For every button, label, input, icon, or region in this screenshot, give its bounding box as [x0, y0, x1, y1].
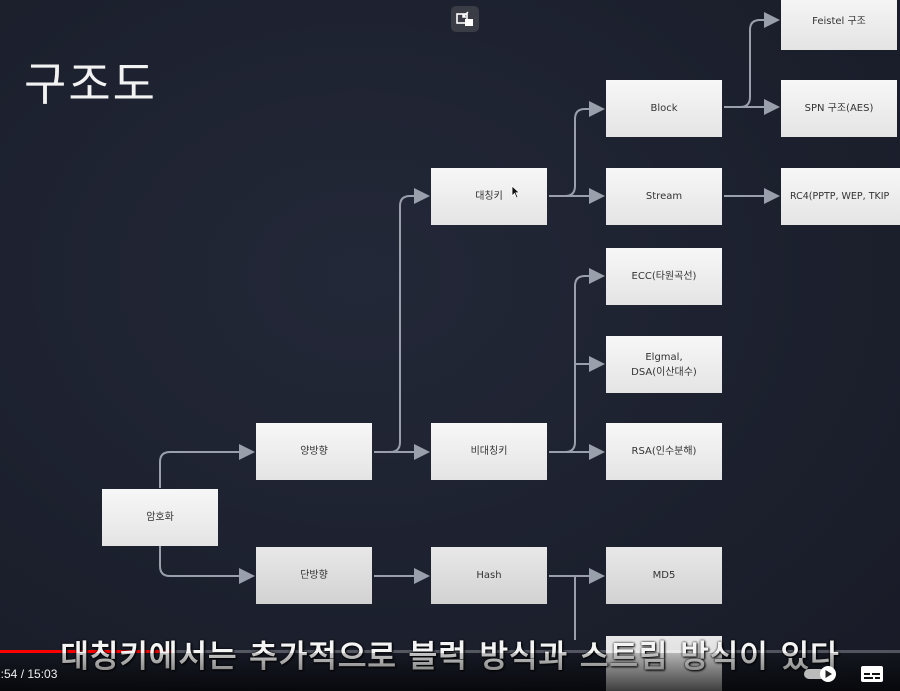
node-asymmetric: 비대칭키	[431, 423, 547, 480]
player-controls: 2:54 / 15:03	[0, 653, 900, 691]
pip-icon	[456, 11, 473, 26]
time-display: 2:54 / 15:03	[0, 667, 58, 681]
progress-bar[interactable]	[0, 650, 900, 653]
progress-fill	[0, 650, 174, 653]
subtitles-icon[interactable]	[860, 665, 884, 683]
node-symmetric: 대칭키	[431, 168, 547, 225]
slide-title: 구조도	[24, 57, 157, 111]
node-stream: Stream	[606, 168, 722, 225]
node-spn: SPN 구조(AES)	[781, 80, 897, 137]
autoplay-toggle-icon[interactable]	[804, 665, 838, 683]
node-one-way: 단방향	[256, 547, 372, 604]
node-rc4: RC4(PPTP, WEP, TKIP	[781, 168, 900, 225]
node-md5: MD5	[606, 547, 722, 604]
pip-button[interactable]	[451, 6, 479, 32]
node-encryption: 암호화	[102, 489, 218, 546]
cursor-icon	[511, 185, 521, 199]
node-two-way: 양방향	[256, 423, 372, 480]
node-elgamal-dsa: Elgmal, DSA(이산대수)	[606, 336, 722, 393]
node-rsa: RSA(인수분해)	[606, 423, 722, 480]
node-block: Block	[606, 80, 722, 137]
node-hash: Hash	[431, 547, 547, 604]
node-ecc: ECC(타원곡선)	[606, 248, 722, 305]
node-feistel: Feistel 구조	[781, 0, 897, 50]
